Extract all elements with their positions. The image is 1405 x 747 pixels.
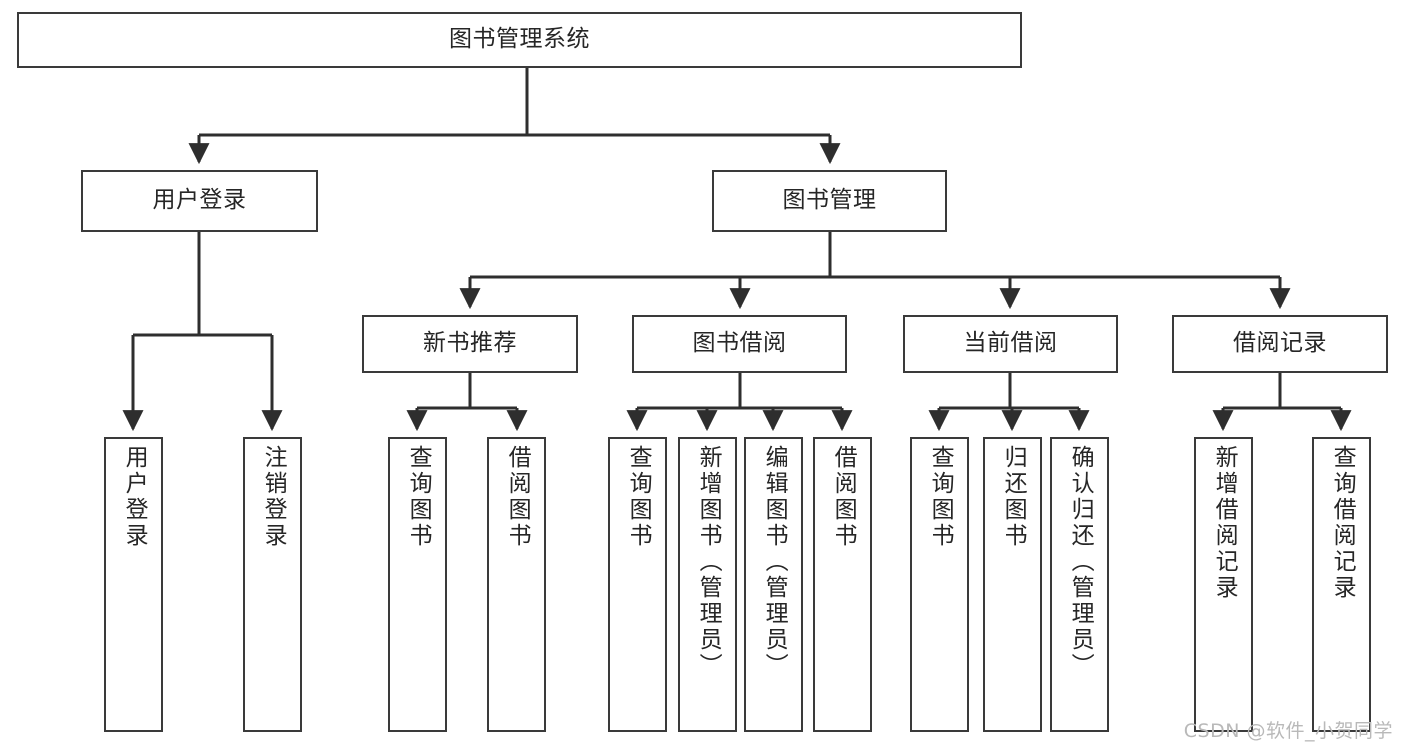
- node-book-borrow-label: 图书借阅: [692, 330, 787, 357]
- node-leaf-query-book-bb-label: 查询图书: [625, 445, 652, 549]
- node-leaf-confirm-return-label: 确认归还（管理员）: [1067, 445, 1094, 679]
- node-leaf-user-login-label: 用户登录: [121, 445, 148, 549]
- node-leaf-edit-book-label: 编辑图书（管理员）: [761, 445, 788, 679]
- node-leaf-query-book-bb[interactable]: 查询图书: [608, 437, 667, 732]
- node-leaf-borrow-book-bb-label: 借阅图书: [830, 445, 857, 549]
- node-leaf-return-book-label: 归还图书: [1000, 445, 1027, 549]
- node-leaf-add-book[interactable]: 新增图书（管理员）: [678, 437, 737, 732]
- node-leaf-edit-book[interactable]: 编辑图书（管理员）: [744, 437, 803, 732]
- node-leaf-add-book-label: 新增图书（管理员）: [695, 445, 722, 679]
- node-leaf-user-login[interactable]: 用户登录: [104, 437, 163, 732]
- node-book-borrow[interactable]: 图书借阅: [632, 315, 847, 373]
- node-root[interactable]: 图书管理系统: [17, 12, 1022, 68]
- node-leaf-query-record-label: 查询借阅记录: [1329, 445, 1356, 601]
- node-new-book-rec-label: 新书推荐: [423, 330, 517, 357]
- node-user-login-label: 用户登录: [152, 187, 247, 214]
- node-book-manage-label: 图书管理: [782, 187, 877, 214]
- node-leaf-add-record-label: 新增借阅记录: [1211, 445, 1238, 601]
- watermark: CSDN @软件_小贺同学: [1183, 720, 1393, 742]
- node-borrow-record-label: 借阅记录: [1233, 330, 1327, 357]
- node-leaf-logout[interactable]: 注销登录: [243, 437, 302, 732]
- node-leaf-query-book-cb[interactable]: 查询图书: [910, 437, 969, 732]
- node-leaf-borrow-book-rec-label: 借阅图书: [504, 445, 531, 549]
- node-leaf-query-book-rec[interactable]: 查询图书: [388, 437, 447, 732]
- node-leaf-borrow-book-rec[interactable]: 借阅图书: [487, 437, 546, 732]
- node-current-borrow[interactable]: 当前借阅: [903, 315, 1118, 373]
- node-leaf-return-book[interactable]: 归还图书: [983, 437, 1042, 732]
- node-current-borrow-label: 当前借阅: [963, 330, 1058, 357]
- node-leaf-query-book-rec-label: 查询图书: [405, 445, 432, 549]
- node-leaf-confirm-return[interactable]: 确认归还（管理员）: [1050, 437, 1109, 732]
- node-borrow-record[interactable]: 借阅记录: [1172, 315, 1388, 373]
- node-book-manage[interactable]: 图书管理: [712, 170, 947, 232]
- node-leaf-logout-label: 注销登录: [260, 445, 287, 549]
- node-leaf-query-book-cb-label: 查询图书: [927, 445, 954, 549]
- node-new-book-rec[interactable]: 新书推荐: [362, 315, 578, 373]
- node-user-login[interactable]: 用户登录: [81, 170, 318, 232]
- node-leaf-add-record[interactable]: 新增借阅记录: [1194, 437, 1253, 732]
- node-root-label: 图书管理系统: [449, 26, 590, 53]
- node-leaf-borrow-book-bb[interactable]: 借阅图书: [813, 437, 872, 732]
- node-leaf-query-record[interactable]: 查询借阅记录: [1312, 437, 1371, 732]
